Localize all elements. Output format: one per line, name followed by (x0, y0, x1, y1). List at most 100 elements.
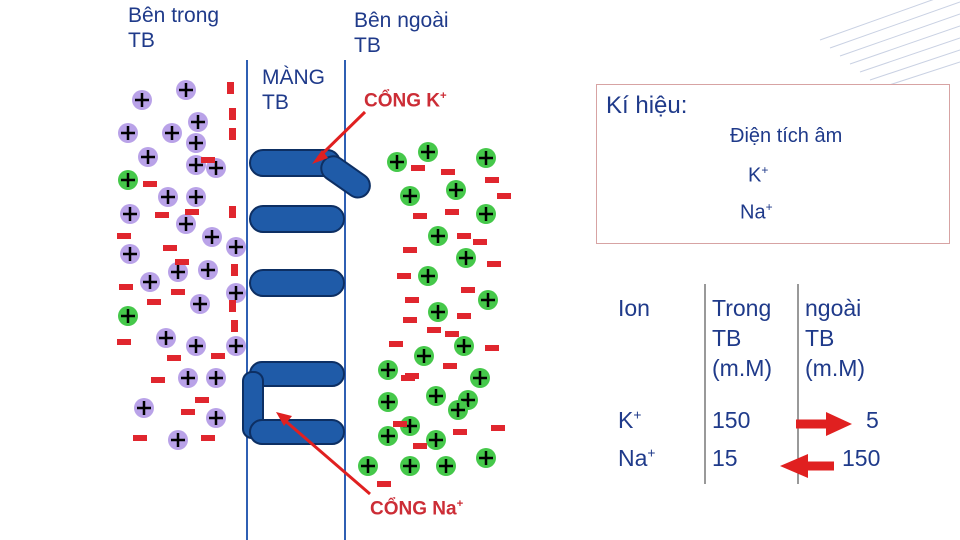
k-ion-inside (206, 408, 226, 428)
k-ion-inside (176, 214, 196, 234)
k-ion-inside (206, 368, 226, 388)
na-ion-outside (454, 336, 474, 356)
negative-charge-outside (453, 429, 467, 435)
table-row-k-ion: K+ (618, 406, 641, 436)
na-ion-outside (456, 248, 476, 268)
table-row-na-outside: 150 (842, 445, 881, 471)
negative-charge-outside (497, 193, 511, 199)
k-ion-inside (132, 90, 152, 110)
k-gate-sup: + (440, 90, 447, 102)
negative-charge-inside (201, 435, 215, 441)
negative-charge-outside (401, 375, 415, 381)
k-ion-inside (118, 123, 138, 143)
legend-na-sup: + (765, 200, 773, 214)
legend-title: Kí hiệu: (606, 92, 688, 119)
legend-na-label: Na+ (740, 200, 773, 225)
negative-charge-outside (377, 481, 391, 487)
k-diffusion-arrow (796, 412, 852, 436)
k-ion-inside (156, 328, 176, 348)
na-ion-outside (448, 400, 468, 420)
legend-negative-label: Điện tích âm (730, 125, 843, 147)
na-ion-outside (400, 186, 420, 206)
na-ion-outside (378, 392, 398, 412)
negative-charge-outside (443, 363, 457, 369)
negative-charge-outside (413, 443, 427, 449)
negative-charge-outside (389, 341, 403, 347)
negative-charge-inside (155, 212, 169, 218)
negative-charge-inside (181, 409, 195, 415)
k-ion-inside (198, 260, 218, 280)
negative-charge-outside (457, 313, 471, 319)
k-ion-inside (226, 283, 246, 303)
k-ion-inside (134, 398, 154, 418)
negative-charge-outside (485, 177, 499, 183)
na-ion-inside (118, 306, 138, 326)
k-ion-inside (162, 123, 182, 143)
negative-charge-outside (393, 421, 407, 427)
negative-charge-inside (201, 157, 215, 163)
table-row-na-inside: 15 (712, 445, 738, 471)
na-diffusion-arrow (780, 454, 834, 478)
membrane-protein-2 (249, 269, 345, 297)
na-ion-outside (428, 226, 448, 246)
table-header-outside: ngoài TB (m.M) (805, 295, 866, 381)
k-ion-inside (190, 294, 210, 314)
k-ion-inside (226, 237, 246, 257)
negative-charge-outside (457, 233, 471, 239)
k-ion-inside (120, 244, 140, 264)
na-ion-outside (378, 360, 398, 380)
na-ion-outside (418, 142, 438, 162)
k-ion-inside (186, 336, 206, 356)
k-ion-inside (158, 187, 178, 207)
negative-charge-inside (133, 435, 147, 441)
negative-charge-outside (413, 213, 427, 219)
table-header-ion: Ion (618, 295, 650, 321)
table-row-na-ion: Na+ (618, 444, 655, 474)
k-channel (249, 149, 371, 199)
legend-na-text: Na (740, 201, 766, 224)
negative-charge-inside (195, 397, 209, 403)
negative-charge-outside (427, 327, 441, 333)
k-gate-pointer (312, 110, 367, 164)
negative-charge-inside (175, 259, 189, 265)
table-lines (704, 284, 799, 484)
k-ion-inside (178, 368, 198, 388)
na-ion-outside (470, 368, 490, 388)
k-gate-label: CỔNG K+ (364, 90, 447, 113)
negative-charge-outside (445, 331, 459, 337)
negative-charge-outside (405, 297, 419, 303)
k-ion-inside (140, 272, 160, 292)
negative-charge-inside (167, 355, 181, 361)
na-ion-outside (428, 302, 448, 322)
negative-charge-outside (411, 165, 425, 171)
k-ion-inside (186, 187, 206, 207)
outside-cell-label: Bên ngoài TB (354, 9, 449, 58)
k-ion-text: K (618, 407, 634, 433)
legend-k-text: K (748, 164, 762, 187)
k-ion-inside (202, 227, 222, 247)
negative-charge-inside (229, 300, 236, 312)
negative-charge-inside (117, 233, 131, 239)
negative-charge-outside (491, 425, 505, 431)
k-ion-inside (168, 430, 188, 450)
na-ion-outside (400, 456, 420, 476)
negative-charge-inside (229, 128, 236, 140)
na-ion-outside (476, 448, 496, 468)
negative-charge-inside (147, 299, 161, 305)
negative-charge-outside (441, 169, 455, 175)
na-ion-outside (476, 204, 496, 224)
legend-box (596, 84, 950, 244)
na-gate-text: CỔNG Na (370, 498, 457, 520)
na-ion-outside (378, 426, 398, 446)
negative-charge-inside (231, 264, 238, 276)
negative-charge-outside (487, 261, 501, 267)
membrane-label: MÀNG TB (262, 66, 325, 115)
negative-charge-outside (397, 273, 411, 279)
na-gate-pointer (276, 412, 371, 496)
table-row-k-outside: 5 (866, 407, 879, 433)
k-ion-inside (168, 262, 188, 282)
negative-charge-inside (119, 284, 133, 290)
na-ion-outside (387, 152, 407, 172)
na-ion-outside (414, 346, 434, 366)
na-gate-label: CỔNG Na+ (370, 498, 463, 521)
